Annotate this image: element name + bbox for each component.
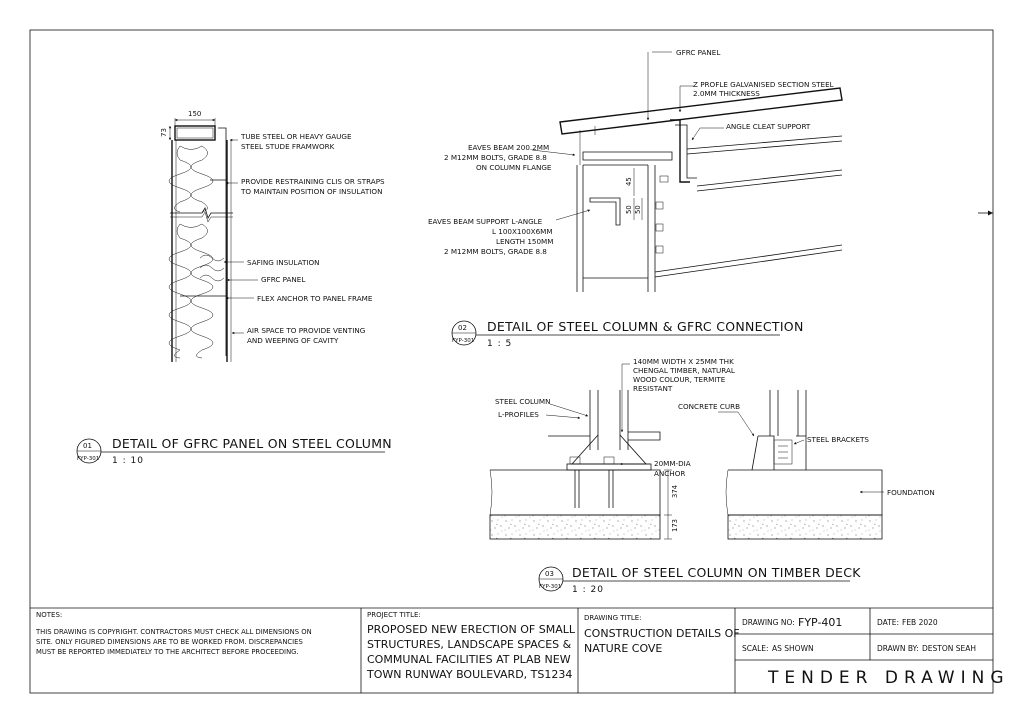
d2-title-number: 02 <box>458 324 467 332</box>
notes-line-1: THIS DRAWING IS COPYRIGHT. CONTRACTORS M… <box>35 628 312 636</box>
d3-scale: 1 : 20 <box>572 585 604 595</box>
d1-label-clips-2: TO MAINTAIN POSITION OF INSULATION <box>240 187 382 196</box>
d3-label-anchor-2: ANCHOR <box>654 469 685 478</box>
notes-heading: NOTES: <box>36 611 62 619</box>
d2-label-eaves-1: EAVES BEAM 200.2MM <box>468 143 549 152</box>
d2-label-eaves-2: 2 M12MM BOLTS, GRADE 8.8 <box>444 153 547 162</box>
date-value: FEB 2020 <box>902 618 938 627</box>
d1-label-air-1: AIR SPACE TO PROVIDE VENTING <box>247 326 365 335</box>
d3-dim-374: 374 <box>671 485 679 498</box>
drawn-by-label: DRAWN BY: <box>877 644 919 653</box>
d3-label-lprofiles: L-PROFILES <box>498 410 539 419</box>
d1-title: DETAIL OF GFRC PANEL ON STEEL COLUMN <box>112 436 392 451</box>
drawing-no-label: DRAWING NO: <box>742 618 795 627</box>
drawing-title-heading: DRAWING TITLE: <box>584 614 642 622</box>
project-line-3: COMMUNAL FACILITIES AT PLAB NEW <box>367 653 571 666</box>
d2-label-support-2: L 100X100X6MM <box>492 227 553 236</box>
d2-title-ref: FYP-301 <box>452 338 474 344</box>
d1-title-number: 01 <box>83 442 92 450</box>
sheet-border <box>29 29 994 694</box>
d1-title-ref: FYP-301 <box>77 456 99 462</box>
d1-label-anchor: FLEX ANCHOR TO PANEL FRAME <box>257 294 373 303</box>
project-line-2: STRUCTURES, LANDSCAPE SPACES & <box>367 638 572 651</box>
notes-line-2: SITE. ONLY FIGURED DIMENSIONS ARE TO BE … <box>36 638 303 646</box>
d1-label-air-2: AND WEEPING OF CAVITY <box>247 336 339 345</box>
drawing-no-value: FYP-401 <box>798 616 842 629</box>
d3-label-curb: CONCRETE CURB <box>678 402 740 411</box>
detail-02-drawing <box>531 51 843 292</box>
project-heading: PROJECT TITLE: <box>367 611 421 619</box>
d2-dim-50b: 50 <box>634 205 642 214</box>
d2-label-zprofile-1: Z PROFLE GALVANISED SECTION STEEL <box>693 80 834 89</box>
d3-title: DETAIL OF STEEL COLUMN ON TIMBER DECK <box>572 565 861 580</box>
d3-label-timber-3: WOOD COLOUR, TERMITE <box>633 375 726 384</box>
d2-dim-45: 45 <box>625 177 633 186</box>
d1-label-tube-2: STEEL STUDE FRAMWORK <box>241 142 335 151</box>
drawn-by-value: DESTON SEAH <box>922 644 976 653</box>
tender-drawing-stamp: TENDER DRAWING <box>767 668 1010 688</box>
d2-label-support-1: EAVES BEAM SUPPORT L-ANGLE <box>428 217 543 226</box>
notes-line-3: MUST BE REPORTED IMMEDIATELY TO THE ARCH… <box>36 648 299 656</box>
d3-label-timber-2: CHENGAL TIMBER, NATURAL <box>633 366 735 375</box>
project-line-1: PROPOSED NEW ERECTION OF SMALL <box>367 623 576 636</box>
d3-label-foundation: FOUNDATION <box>887 488 935 497</box>
drawing-title-line-2: NATURE COVE <box>584 642 662 655</box>
d2-label-gfrc: GFRC PANEL <box>676 48 720 57</box>
d3-title-ref: FYP-301 <box>539 584 561 590</box>
scale-value: AS SHOWN <box>772 644 814 653</box>
detail-01-drawing <box>168 118 258 362</box>
d2-label-support-3: LENGTH 150MM <box>496 237 553 246</box>
d1-label-tube-1: TUBE STEEL OR HEAVY GAUGE <box>240 132 352 141</box>
d1-label-gfrc: GFRC PANEL <box>261 275 305 284</box>
d1-dim-width: 150 <box>188 110 201 118</box>
detail-03-drawing <box>489 363 884 540</box>
title-block <box>30 607 993 693</box>
d1-dim-height: 73 <box>160 128 168 137</box>
d3-label-column: STEEL COLUMN <box>495 397 551 406</box>
d2-label-cleat: ANGLE CLEAT SUPPORT <box>726 122 811 131</box>
project-line-4: TOWN RUNWAY BOULEVARD, TS1234 <box>366 668 572 681</box>
d2-label-zprofile-2: 2.0MM THICKNESS <box>693 89 760 98</box>
d2-dim-50a: 50 <box>625 205 633 214</box>
d3-dim-173: 173 <box>671 519 679 532</box>
d2-title: DETAIL OF STEEL COLUMN & GFRC CONNECTION <box>487 319 804 334</box>
d3-label-brackets: STEEL BRACKETS <box>807 435 869 444</box>
d1-label-clips-1: PROVIDE RESTRAINING CLIS OR STRAPS <box>241 177 385 186</box>
d2-label-eaves-3: ON COLUMN FLANGE <box>476 163 552 172</box>
d1-label-safing: SAFING INSULATION <box>247 258 320 267</box>
d3-title-number: 03 <box>545 570 554 578</box>
d2-label-support-4: 2 M12MM BOLTS, GRADE 8.8 <box>444 247 547 256</box>
d2-scale: 1 : 5 <box>487 339 512 349</box>
d3-label-timber-4: RESISTANT <box>633 384 673 393</box>
d3-label-timber-1: 140MM WIDTH X 25MM THK <box>633 357 734 366</box>
date-label: DATE: <box>877 618 899 627</box>
drawing-title-line-1: CONSTRUCTION DETAILS OF <box>584 627 740 640</box>
d1-scale: 1 : 10 <box>112 456 144 466</box>
d3-label-anchor-1: 20MM-DIA <box>654 459 691 468</box>
scale-label: SCALE: <box>742 644 769 653</box>
